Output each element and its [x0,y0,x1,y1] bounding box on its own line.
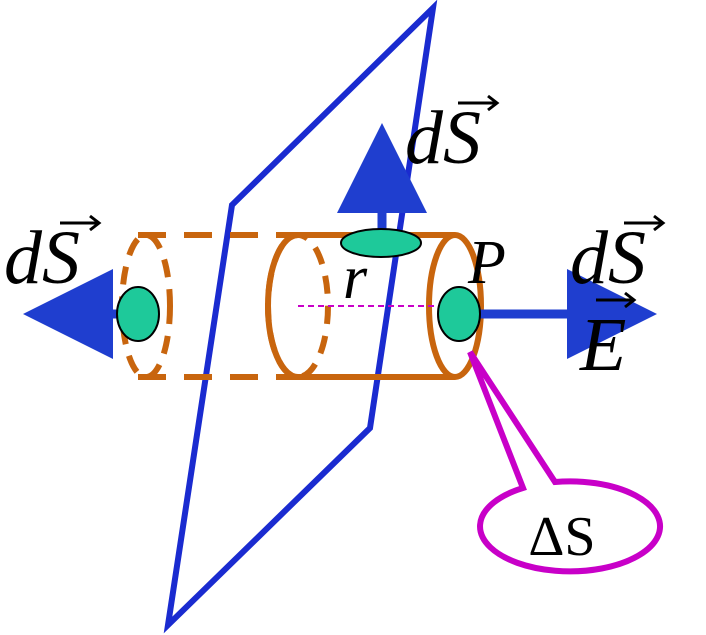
delta-s-callout [467,350,664,575]
ds-left-label: dS [4,216,80,300]
ds-right-label: dS [570,216,646,300]
ds-right-vector-bar [624,214,666,232]
r-label: r [343,244,368,312]
e-vector-bar [596,291,637,309]
left-cap-patch [116,286,160,342]
delta-s-label: ΔS [528,506,595,568]
ds-top-label: dS [405,96,481,180]
ds-left-vector-bar [60,214,102,232]
e-label: E [579,303,626,387]
p-label: P [467,229,506,297]
charged-plane [163,0,438,634]
ds-top-vector-bar [458,94,500,112]
right-cap-patch [437,286,481,342]
side-surface-patch [340,228,422,258]
